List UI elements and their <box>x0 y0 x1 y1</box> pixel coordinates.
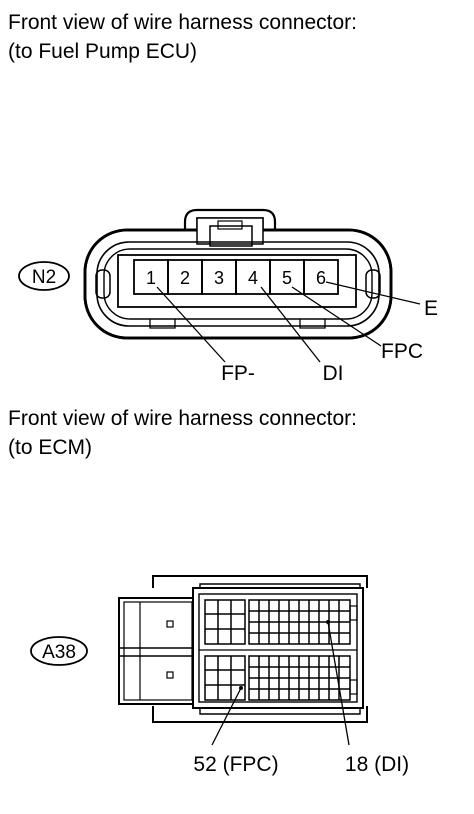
n2-connector <box>83 208 393 340</box>
leader-di <box>260 286 321 363</box>
a38-caption: Front view of wire harness connector: (t… <box>8 404 357 462</box>
a38-connector <box>118 575 368 723</box>
label-fp-minus: FP- <box>221 362 255 385</box>
label-pin18: 18 (DI) <box>345 753 409 776</box>
label-fpc: FPC <box>381 340 423 363</box>
a38-caption-line1: Front view of wire harness connector: <box>8 407 357 430</box>
n2-pin-1: 1 <box>146 268 156 288</box>
label-pin52: 52 (FPC) <box>193 753 278 776</box>
n2-leader-lines <box>156 281 421 363</box>
pin18-marker <box>326 620 330 624</box>
leader-pin52 <box>211 687 242 746</box>
n2-pin-4: 4 <box>248 268 258 288</box>
leader-pin18 <box>327 621 350 746</box>
n2-pin-5: 5 <box>282 268 292 288</box>
n2-caption: Front view of wire harness connector: (t… <box>8 8 357 66</box>
a38-caption-line2: (to ECM) <box>8 436 92 459</box>
label-e: E <box>424 297 438 320</box>
a38-leader-lines <box>211 621 350 746</box>
n2-caption-line1: Front view of wire harness connector: <box>8 11 357 34</box>
n2-caption-line2: (to Fuel Pump ECU) <box>8 40 198 63</box>
a38-id-label: A38 <box>42 642 76 663</box>
n2-pin-2: 2 <box>180 268 190 288</box>
label-di: DI <box>323 362 344 385</box>
leader-fp-minus <box>156 286 226 363</box>
leader-e <box>325 281 421 305</box>
n2-pin-6: 6 <box>316 268 326 288</box>
n2-pin-3: 3 <box>214 268 224 288</box>
a38-id-badge <box>30 636 88 666</box>
leader-fpc <box>291 286 382 347</box>
n2-id-label: N2 <box>32 267 56 288</box>
pin52-marker <box>239 686 243 690</box>
n2-id-badge <box>18 261 70 291</box>
